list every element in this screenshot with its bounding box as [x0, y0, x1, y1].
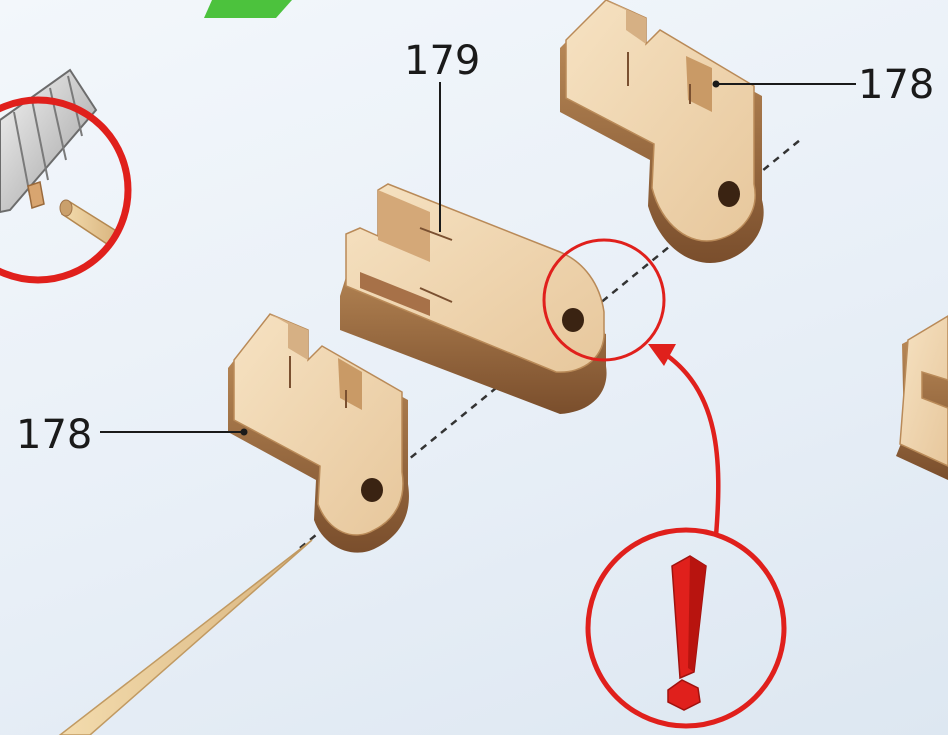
callout-179: 179 [404, 38, 480, 84]
toothpick-dowel-icon [60, 540, 312, 735]
green-badge [204, 0, 292, 18]
cut-detail-circle [0, 70, 128, 280]
leader-178-top-dot [713, 81, 720, 88]
partial-part-right [896, 316, 948, 480]
warning-arrow-head [648, 344, 676, 366]
part-178-left [228, 314, 409, 553]
exclamation-icon [668, 556, 706, 710]
part-178-top [560, 0, 764, 263]
utility-knife-icon [0, 70, 96, 212]
warning-arrow [662, 352, 718, 536]
callout-178-top: 178 [858, 62, 934, 108]
leader-178-left-dot [241, 429, 248, 436]
dowel-piece-icon [28, 182, 118, 246]
warning-badge [588, 530, 784, 726]
callout-178-left: 178 [16, 412, 92, 458]
